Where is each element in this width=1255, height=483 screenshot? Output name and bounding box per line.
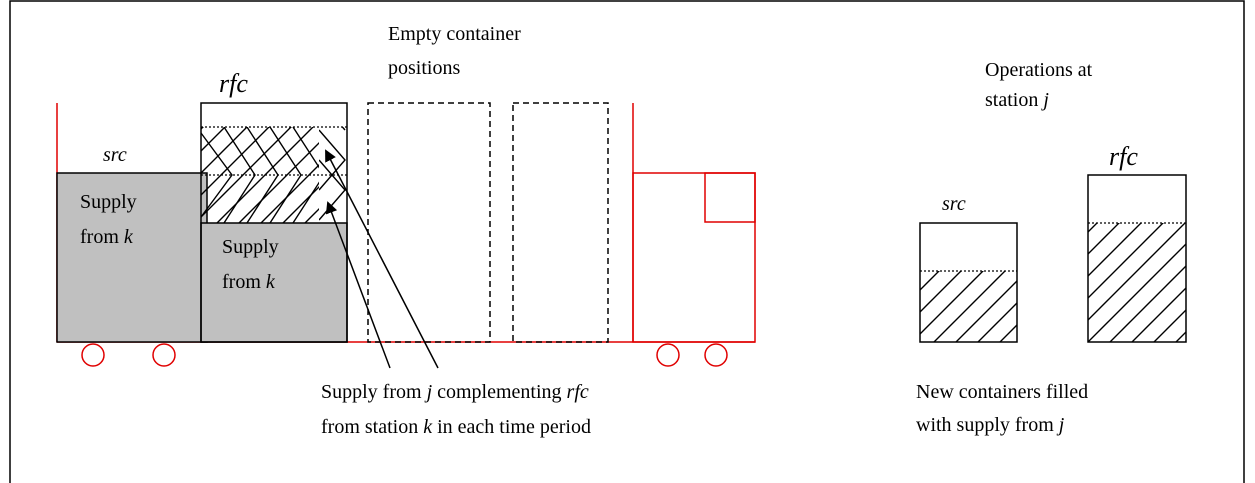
wheel-1	[81, 343, 105, 367]
src-new-container	[919, 222, 1018, 343]
operations-label-line2: station j	[985, 89, 1049, 111]
rfc-container-outline	[200, 102, 348, 343]
arrow-1	[325, 201, 391, 369]
operations-label-line1: Operations at	[985, 59, 1093, 81]
supply-left-line2: from k	[80, 226, 134, 248]
supply-mid-line1: Supply	[222, 236, 279, 258]
src-container-left	[56, 172, 208, 343]
empty-positions-label-line1: Empty container	[388, 23, 521, 45]
supply-left-line1: Supply	[80, 191, 137, 213]
complement-caption-line1: Supply from j complementing rfc	[321, 381, 589, 403]
wheel-4	[704, 343, 728, 367]
src-label-right: src	[942, 193, 966, 215]
rfc-new-container-fill	[1088, 223, 1186, 342]
rfc-hatched-region-left	[201, 127, 319, 223]
locomotive-cab	[704, 172, 756, 223]
new-containers-caption-line2: with supply from j	[916, 414, 1065, 436]
empty-position-2	[512, 102, 609, 343]
rfc-label-right: rfc	[1109, 142, 1138, 171]
new-containers-caption-line1: New containers filled	[916, 381, 1088, 403]
src-new-container-fill	[920, 271, 1017, 342]
locomotive-body	[632, 172, 756, 343]
wheel-2	[152, 343, 176, 367]
rfc-supply-from-k	[200, 222, 348, 343]
arrow-2	[325, 149, 439, 369]
rfc-container-train	[200, 102, 348, 343]
supply-mid-line2: from k	[222, 271, 276, 293]
rfc-new-container	[1087, 174, 1187, 343]
wheel-3	[656, 343, 680, 367]
rfc-label-top: rfc	[219, 69, 248, 98]
src-label-left: src	[103, 144, 127, 166]
chevron-pattern	[319, 127, 346, 221]
outer-frame	[9, 0, 1245, 483]
complement-caption-line2: from station k in each time period	[321, 416, 591, 438]
empty-positions-label-line2: positions	[388, 57, 460, 79]
empty-position-1	[367, 102, 491, 343]
